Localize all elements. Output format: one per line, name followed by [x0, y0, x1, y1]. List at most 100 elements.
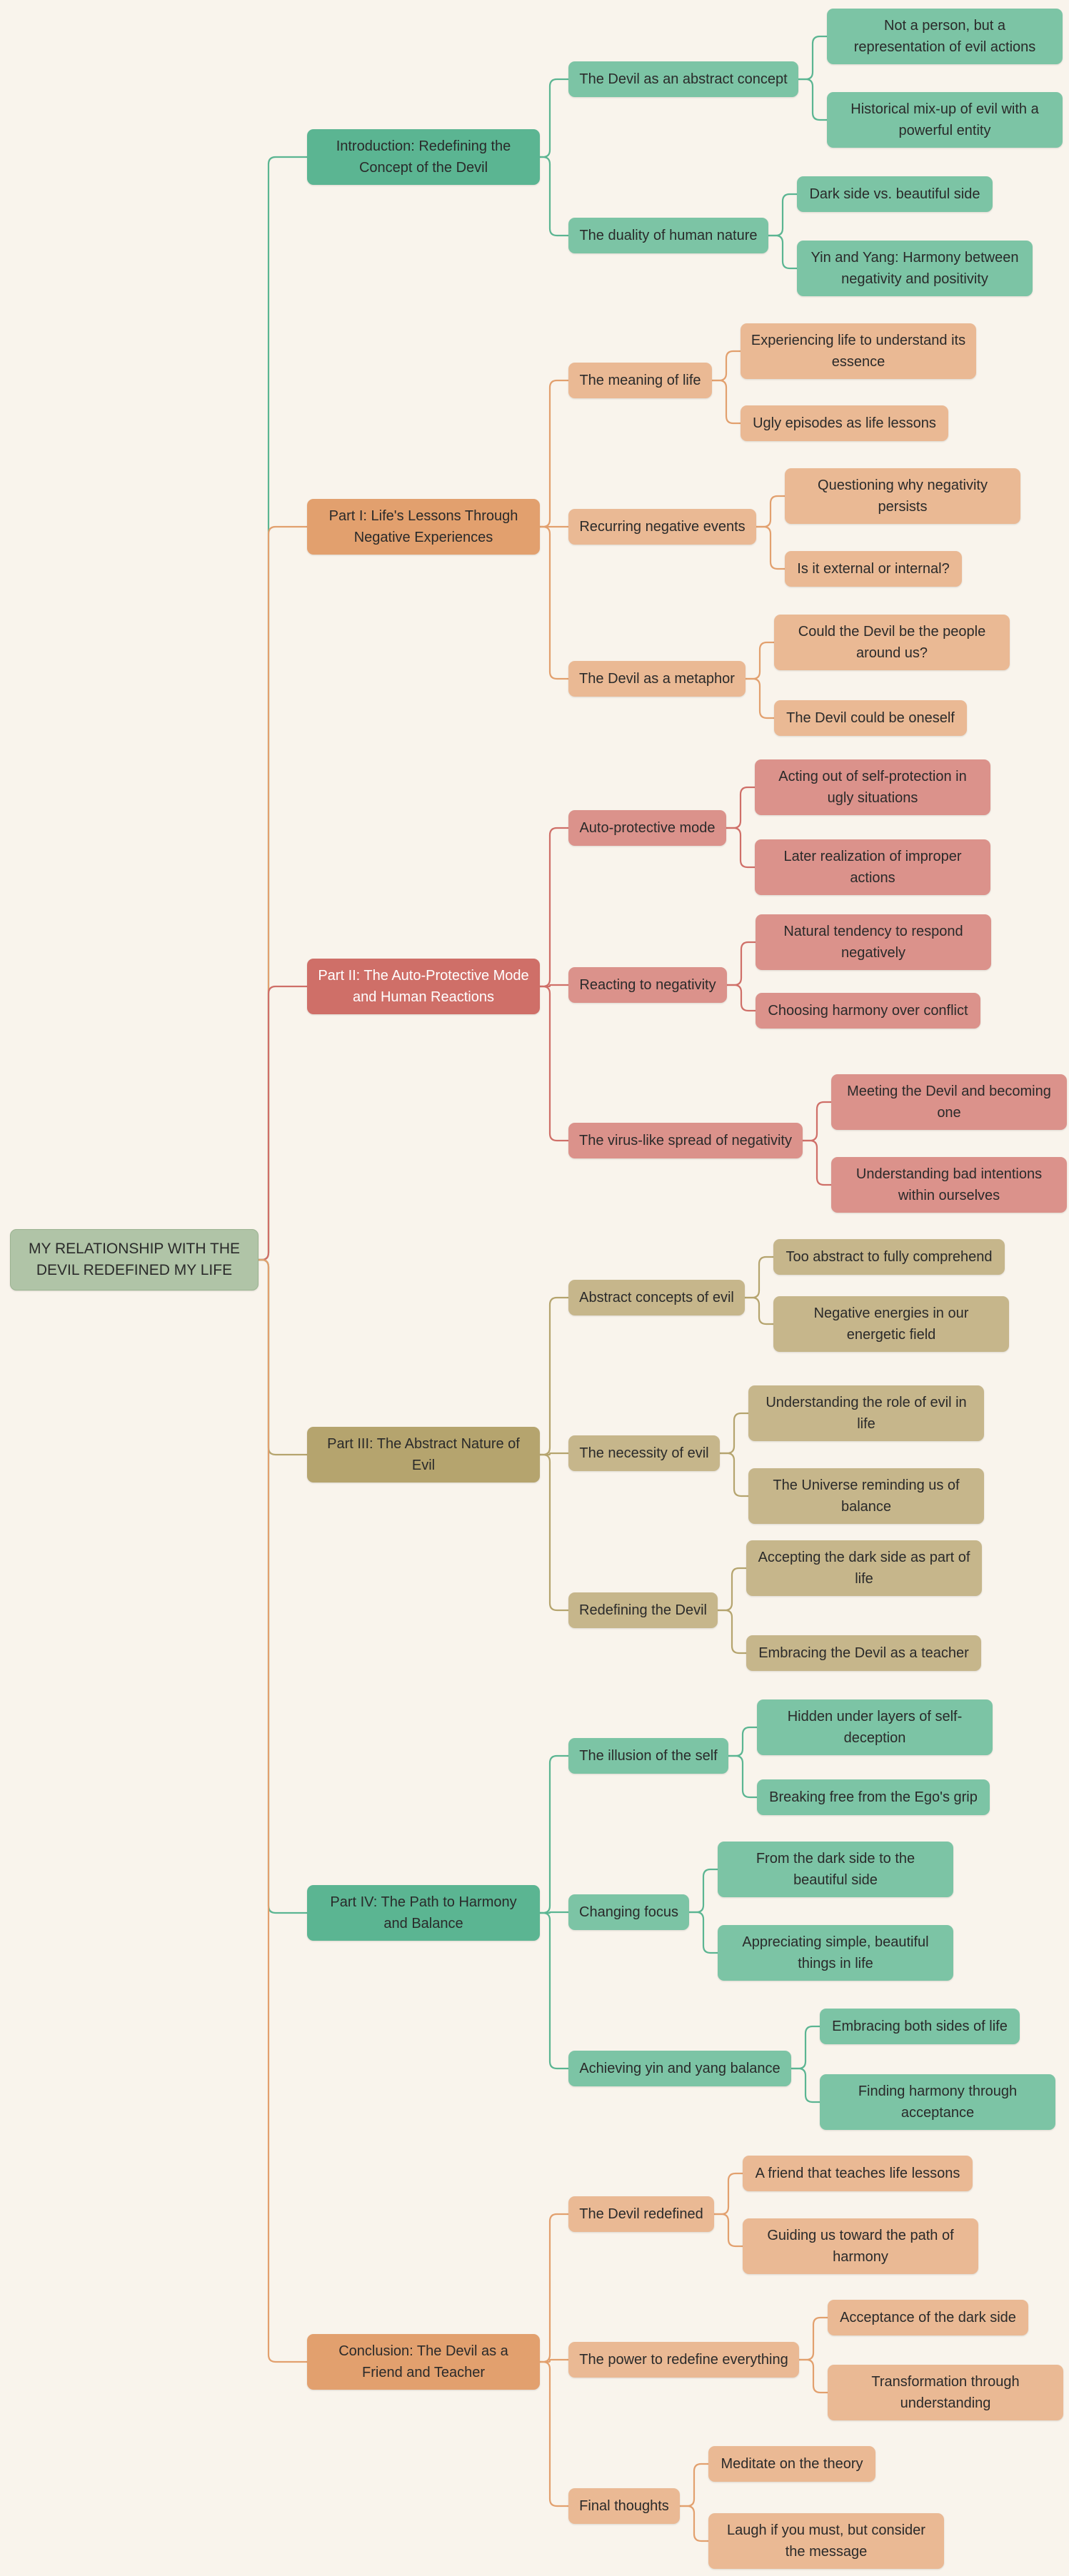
- leaf-0-1-1-node-label: Yin and Yang: Harmony between negativity…: [810, 250, 1019, 287]
- leaf-3-1-1-node-label: The Universe reminding us of balance: [773, 1478, 960, 1515]
- leaf-3-2-1-node[interactable]: Embracing the Devil as a teacher: [746, 1635, 981, 1671]
- topic-2-1-to-leaf-1-line: [726, 984, 757, 1012]
- branch-4-node-label: Part IV: The Path to Harmony and Balance: [330, 1894, 517, 1931]
- leaf-1-2-0-node[interactable]: Could the Devil be the people around us?: [774, 615, 1010, 670]
- leaf-0-0-0-node[interactable]: Not a person, but a representation of ev…: [827, 9, 1063, 64]
- topic-2-2-node[interactable]: The virus-like spread of negativity: [568, 1123, 803, 1158]
- branch-1-to-topic-2-line: [538, 525, 570, 680]
- leaf-3-0-1-node[interactable]: Negative energies in our energetic field: [773, 1296, 1009, 1352]
- topic-2-0-node-label: Auto-protective mode: [579, 820, 716, 836]
- topic-4-1-node[interactable]: Changing focus: [568, 1894, 689, 1930]
- leaf-0-1-1-node[interactable]: Yin and Yang: Harmony between negativity…: [797, 241, 1033, 296]
- leaf-1-1-1-node[interactable]: Is it external or internal?: [785, 551, 962, 587]
- leaf-4-2-0-node[interactable]: Embracing both sides of life: [820, 2009, 1020, 2044]
- leaf-5-2-1-node[interactable]: Laugh if you must, but consider the mess…: [708, 2513, 944, 2569]
- topic-4-2-node-label: Achieving yin and yang balance: [579, 2061, 781, 2076]
- branch-2-to-topic-2-line: [538, 985, 570, 1142]
- branch-4-node[interactable]: Part IV: The Path to Harmony and Balance: [307, 1885, 540, 1941]
- leaf-1-1-0-node-label: Questioning why negativity persists: [818, 478, 988, 515]
- topic-5-1-node[interactable]: The power to redefine everything: [568, 2342, 799, 2378]
- branch-0-to-topic-1-line: [538, 156, 570, 237]
- leaf-2-1-1-node[interactable]: Choosing harmony over conflict: [756, 993, 980, 1029]
- branch-0-to-topic-0-line: [538, 78, 570, 158]
- topic-5-0-node[interactable]: The Devil redefined: [568, 2196, 714, 2232]
- topic-4-0-node[interactable]: The illusion of the self: [568, 1738, 728, 1774]
- topic-0-1-node[interactable]: The duality of human nature: [568, 218, 768, 253]
- topic-0-0-to-leaf-1-line: [797, 78, 828, 121]
- topic-2-2-to-leaf-0-line: [801, 1101, 833, 1142]
- topic-0-0-to-leaf-0-line: [797, 35, 828, 81]
- branch-0-node[interactable]: Introduction: Redefining the Concept of …: [307, 129, 540, 185]
- topic-5-1-to-leaf-1-line: [798, 2358, 829, 2394]
- leaf-1-0-0-node[interactable]: Experiencing life to understand its esse…: [741, 323, 976, 379]
- leaf-1-0-1-node-label: Ugly episodes as life lessons: [753, 415, 936, 431]
- leaf-3-1-1-node[interactable]: The Universe reminding us of balance: [748, 1468, 984, 1524]
- topic-3-0-to-leaf-1-line: [743, 1296, 775, 1325]
- topic-2-1-node[interactable]: Reacting to negativity: [568, 967, 727, 1003]
- leaf-1-2-1-node[interactable]: The Devil could be oneself: [774, 700, 967, 736]
- branch-2-to-topic-0-line: [538, 827, 570, 988]
- leaf-3-2-0-node[interactable]: Accepting the dark side as part of life: [746, 1540, 982, 1596]
- topic-5-2-to-leaf-0-line: [678, 2463, 710, 2507]
- leaf-0-0-1-node[interactable]: Historical mix-up of evil with a powerfu…: [827, 92, 1063, 148]
- leaf-1-1-0-node[interactable]: Questioning why negativity persists: [785, 468, 1020, 524]
- leaf-5-0-1-node[interactable]: Guiding us toward the path of harmony: [743, 2218, 978, 2274]
- leaf-2-2-0-node-label: Meeting the Devil and becoming one: [847, 1084, 1051, 1121]
- leaf-5-2-1-node-label: Laugh if you must, but consider the mess…: [727, 2522, 925, 2560]
- branch-5-node[interactable]: Conclusion: The Devil as a Friend and Te…: [307, 2334, 540, 2390]
- root-to-branch-4-line: [257, 1258, 308, 1914]
- branch-1-node-label: Part I: Life's Lessons Through Negative …: [328, 508, 518, 545]
- leaf-5-0-0-node[interactable]: A friend that teaches life lessons: [743, 2156, 973, 2191]
- root-node[interactable]: MY RELATIONSHIP WITH THE DEVIL REDEFINED…: [10, 1229, 259, 1290]
- leaf-0-1-0-node[interactable]: Dark side vs. beautiful side: [797, 176, 993, 212]
- leaf-5-1-0-node[interactable]: Acceptance of the dark side: [828, 2300, 1028, 2335]
- topic-5-2-node[interactable]: Final thoughts: [568, 2488, 680, 2524]
- topic-1-2-node[interactable]: The Devil as a metaphor: [568, 661, 746, 697]
- topic-3-1-node[interactable]: The necessity of evil: [568, 1435, 720, 1471]
- branch-5-node-label: Conclusion: The Devil as a Friend and Te…: [338, 2343, 508, 2380]
- leaf-2-2-0-node[interactable]: Meeting the Devil and becoming one: [831, 1074, 1067, 1130]
- leaf-3-2-1-node-label: Embracing the Devil as a teacher: [758, 1645, 969, 1661]
- leaf-2-0-1-node[interactable]: Later realization of improper actions: [755, 839, 990, 895]
- topic-2-0-to-leaf-0-line: [725, 786, 756, 829]
- branch-3-to-topic-0-line: [538, 1296, 570, 1456]
- topic-1-1-to-leaf-0-line: [755, 495, 786, 528]
- leaf-4-2-1-node[interactable]: Finding harmony through acceptance: [820, 2074, 1055, 2130]
- branch-3-node[interactable]: Part III: The Abstract Nature of Evil: [307, 1427, 540, 1483]
- topic-2-0-node[interactable]: Auto-protective mode: [568, 810, 726, 846]
- leaf-2-0-0-node[interactable]: Acting out of self-protection in ugly si…: [755, 759, 990, 815]
- leaf-0-0-0-node-label: Not a person, but a representation of ev…: [853, 18, 1036, 55]
- topic-0-0-node[interactable]: The Devil as an abstract concept: [568, 61, 798, 97]
- topic-4-0-to-leaf-0-line: [727, 1726, 758, 1757]
- branch-1-node[interactable]: Part I: Life's Lessons Through Negative …: [307, 499, 540, 555]
- topic-3-0-node[interactable]: Abstract concepts of evil: [568, 1280, 745, 1315]
- leaf-3-0-0-node-label: Too abstract to fully comprehend: [786, 1249, 993, 1265]
- leaf-1-2-0-node-label: Could the Devil be the people around us?: [798, 624, 986, 661]
- leaf-5-2-0-node-label: Meditate on the theory: [721, 2456, 863, 2472]
- leaf-5-2-0-node[interactable]: Meditate on the theory: [708, 2446, 875, 2482]
- leaf-3-1-0-node[interactable]: Understanding the role of evil in life: [748, 1385, 984, 1441]
- leaf-2-0-1-node-label: Later realization of improper actions: [783, 849, 962, 886]
- leaf-4-0-1-node[interactable]: Breaking free from the Ego's grip: [757, 1779, 990, 1815]
- topic-4-1-to-leaf-0-line: [688, 1868, 719, 1914]
- leaf-2-2-1-node[interactable]: Understanding bad intentions within ours…: [831, 1157, 1067, 1213]
- topic-4-2-to-leaf-0-line: [790, 2025, 821, 2070]
- leaf-5-1-1-node[interactable]: Transformation through understanding: [828, 2365, 1063, 2420]
- topic-1-1-node[interactable]: Recurring negative events: [568, 509, 756, 545]
- root-to-branch-5-line: [257, 1258, 308, 2363]
- topic-1-0-node[interactable]: The meaning of life: [568, 363, 712, 398]
- leaf-2-1-0-node[interactable]: Natural tendency to respond negatively: [756, 914, 991, 970]
- leaf-4-1-1-node[interactable]: Appreciating simple, beautiful things in…: [718, 1925, 953, 1981]
- topic-3-2-to-leaf-1-line: [716, 1609, 748, 1655]
- topic-1-2-node-label: The Devil as a metaphor: [579, 671, 735, 687]
- leaf-4-1-0-node[interactable]: From the dark side to the beautiful side: [718, 1842, 953, 1897]
- leaf-4-0-0-node[interactable]: Hidden under layers of self-deception: [757, 1699, 993, 1755]
- branch-4-to-topic-1-line: [538, 1911, 570, 1914]
- topic-5-1-node-label: The power to redefine everything: [579, 2352, 788, 2368]
- leaf-3-0-0-node[interactable]: Too abstract to fully comprehend: [773, 1239, 1005, 1275]
- branch-2-node[interactable]: Part II: The Auto-Protective Mode and Hu…: [307, 959, 540, 1014]
- leaf-1-0-1-node[interactable]: Ugly episodes as life lessons: [741, 405, 948, 441]
- topic-4-2-node[interactable]: Achieving yin and yang balance: [568, 2051, 791, 2086]
- topic-3-2-node[interactable]: Redefining the Devil: [568, 1592, 718, 1628]
